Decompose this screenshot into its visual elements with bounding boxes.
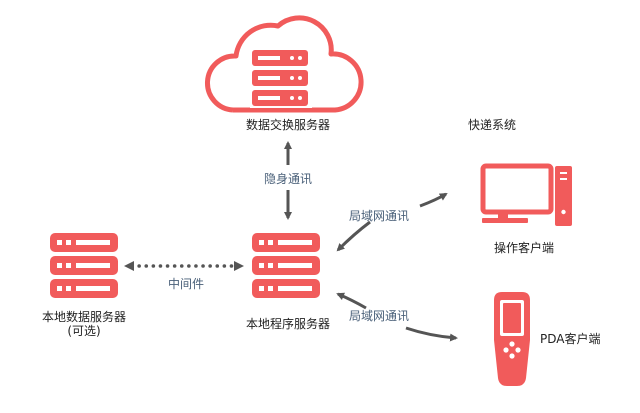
- desktop-computer-icon: [480, 163, 572, 226]
- stealth-comm-label: 隐身通讯: [263, 172, 313, 186]
- connector-lan-client: [336, 192, 448, 252]
- lan-client-label: 局域网通讯: [349, 209, 410, 223]
- data-server-label: 本地数据服务器: [41, 310, 127, 324]
- connector-lan-pda: [336, 292, 458, 342]
- middleware-label: 中间件: [167, 277, 205, 291]
- connector-middleware: [124, 261, 244, 271]
- express-system-label: 快递系统: [468, 118, 517, 132]
- operation-client-label: 操作客户端: [493, 241, 555, 255]
- pda-device-icon: [494, 292, 530, 386]
- cloud-server-label: 数据交换服务器: [245, 118, 331, 132]
- cloud-server-icon: [205, 15, 364, 113]
- program-server-icon: [252, 233, 320, 298]
- lan-pda-label: 局域网通讯: [349, 309, 410, 323]
- data-server-optional-note: (可选): [67, 324, 101, 338]
- program-server-label: 本地程序服务器: [245, 317, 331, 331]
- data-server-icon: [50, 233, 118, 298]
- pda-client-label: PDA客户端: [540, 332, 601, 346]
